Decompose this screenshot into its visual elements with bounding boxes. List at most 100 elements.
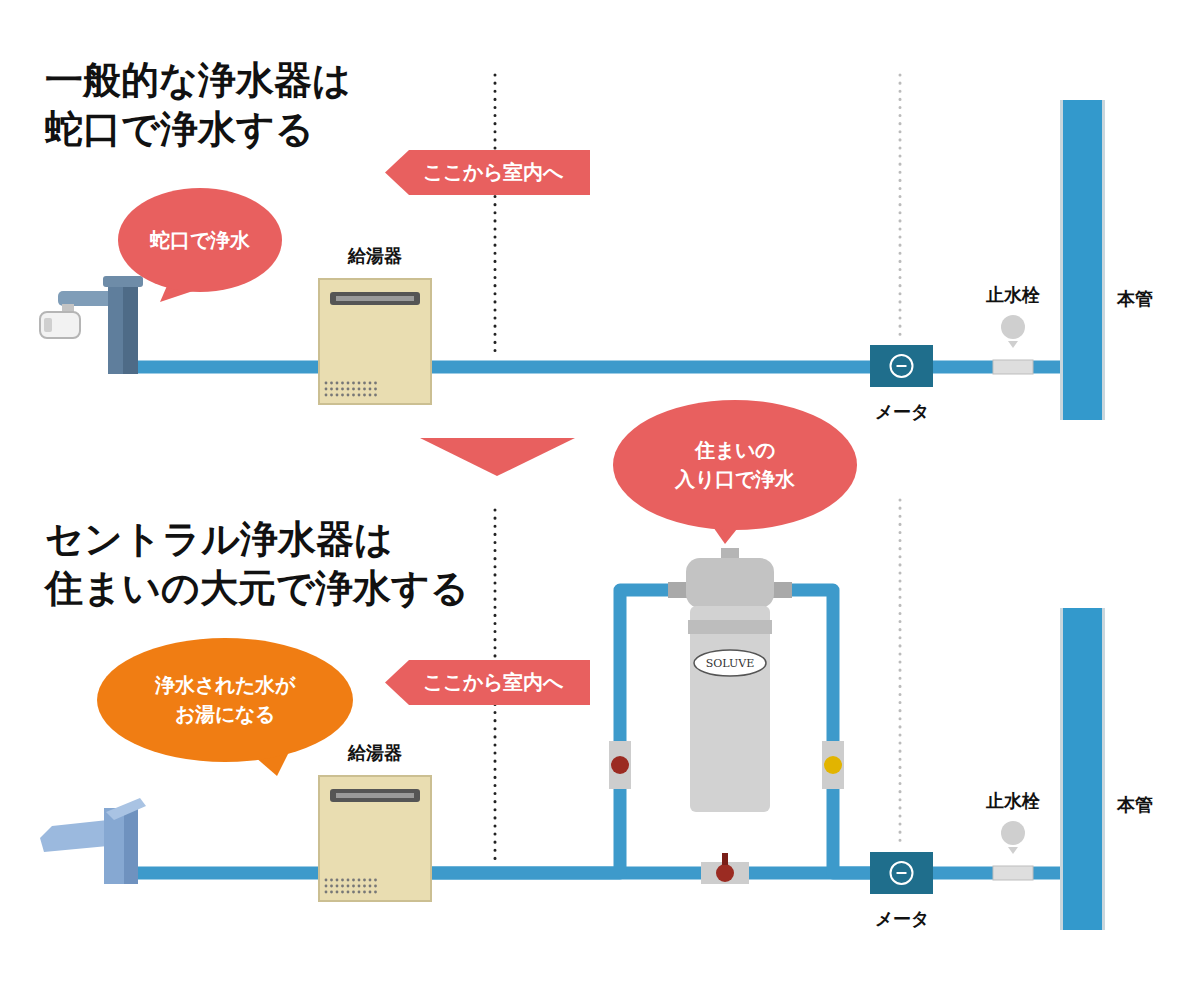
pipe [130, 361, 320, 374]
vent-dot [358, 885, 361, 888]
site-boundary [899, 500, 902, 848]
faucet-pipes [130, 367, 320, 873]
vent-dot [330, 388, 333, 391]
meter-node: メータ [870, 345, 933, 387]
stop-valve [993, 866, 1033, 880]
vent-dot [369, 382, 372, 385]
vent-dot [336, 394, 339, 397]
meter-dial [891, 355, 913, 377]
vent-dot [352, 879, 355, 882]
main-pipe [1060, 100, 1105, 420]
node-label: メータ [875, 399, 929, 425]
bubble-shape [613, 400, 857, 530]
water-pipe [792, 590, 870, 873]
vent-dot [347, 891, 350, 894]
vent-dot [363, 885, 366, 888]
marker [1001, 315, 1025, 339]
vent-dot [347, 388, 350, 391]
valve-body [822, 741, 844, 789]
valve-handle [722, 853, 728, 865]
faucet-filter [44, 318, 52, 332]
vent-dot [352, 394, 355, 397]
node-label: ここから室内へ [423, 158, 563, 187]
node-label: 給湯器 [348, 243, 402, 269]
stop-valve-markers [1001, 315, 1025, 854]
heater-panel [330, 789, 420, 802]
filter-ring [688, 620, 772, 634]
fitting-shape [993, 866, 1033, 880]
water-pipe [1033, 361, 1060, 374]
bubble-node: 住まいの 入り口で浄水 [613, 400, 857, 530]
vent-dot [374, 891, 377, 894]
meter-dial [897, 872, 907, 874]
vent-dot [336, 388, 339, 391]
vent-dot [341, 879, 344, 882]
faucet-bottom [40, 798, 146, 884]
bubble-node: 浄水された水が お湯になる [97, 638, 353, 762]
meter-shape [870, 852, 933, 894]
filter-node: SOLUVE [668, 548, 792, 812]
vent-dot [374, 885, 377, 888]
vent-dot [374, 394, 377, 397]
meter-body [870, 852, 933, 894]
indoor-boundary [494, 75, 497, 355]
heater-node: 給湯器 [318, 278, 432, 405]
fitting-shape [993, 360, 1033, 374]
vent-dot [352, 891, 355, 894]
vent-dot [369, 879, 372, 882]
vent-dot [363, 382, 366, 385]
valve-body [701, 862, 749, 884]
water-pipe [432, 590, 668, 873]
valve-body [609, 741, 631, 789]
vent-dot [347, 394, 350, 397]
filter-emblem [694, 650, 766, 676]
vent-dot [325, 394, 328, 397]
stop-valve [993, 360, 1033, 374]
vent-dot [330, 879, 333, 882]
vent-dot [330, 885, 333, 888]
vent-dot [325, 388, 328, 391]
heading: 一般的な浄水器は 蛇口で浄水する [45, 56, 515, 155]
water-pipe [933, 867, 993, 880]
main-node: 本管 [1060, 608, 1105, 930]
bubble-body [613, 400, 857, 530]
node-label: 蛇口で浄水 [150, 226, 250, 255]
vent-dot [341, 388, 344, 391]
vent-dot [358, 388, 361, 391]
vent-dot [363, 394, 366, 397]
spout [40, 820, 108, 852]
vent-dot [374, 382, 377, 385]
vent-dot [358, 891, 361, 894]
vent-dot [336, 382, 339, 385]
arrow-node: ここから室内へ [385, 150, 590, 195]
heater-case [319, 279, 431, 404]
filter-housing [690, 606, 770, 812]
vent-dot [325, 891, 328, 894]
down-triangle [420, 438, 575, 476]
node-label: 止水栓 [986, 788, 1040, 814]
spout [58, 291, 114, 306]
vent-dot [347, 382, 350, 385]
bubble-node: 蛇口で浄水 [118, 188, 282, 292]
node-label: 給湯器 [348, 740, 402, 766]
vent-dot [325, 885, 328, 888]
vent-dot [341, 394, 344, 397]
vent-dot [363, 388, 366, 391]
heading: セントラル浄水器は 住まいの大元で浄水する [45, 515, 515, 614]
vent-dot [341, 885, 344, 888]
fitting-node: 止水栓 [993, 866, 1033, 880]
meter-dial [897, 365, 907, 367]
faucet-filter [40, 312, 80, 338]
vent-dot [330, 891, 333, 894]
marker [1008, 341, 1018, 348]
vent-dot [325, 382, 328, 385]
node-label: 止水栓 [986, 282, 1040, 308]
node-label: 本管 [1117, 792, 1153, 818]
water-pipe [1033, 867, 1060, 880]
vent-dot [336, 879, 339, 882]
vent-dot [352, 885, 355, 888]
arrow-shape [385, 660, 590, 705]
vent-dot [325, 879, 328, 882]
main-shape [1060, 608, 1105, 930]
vent-dot [336, 885, 339, 888]
